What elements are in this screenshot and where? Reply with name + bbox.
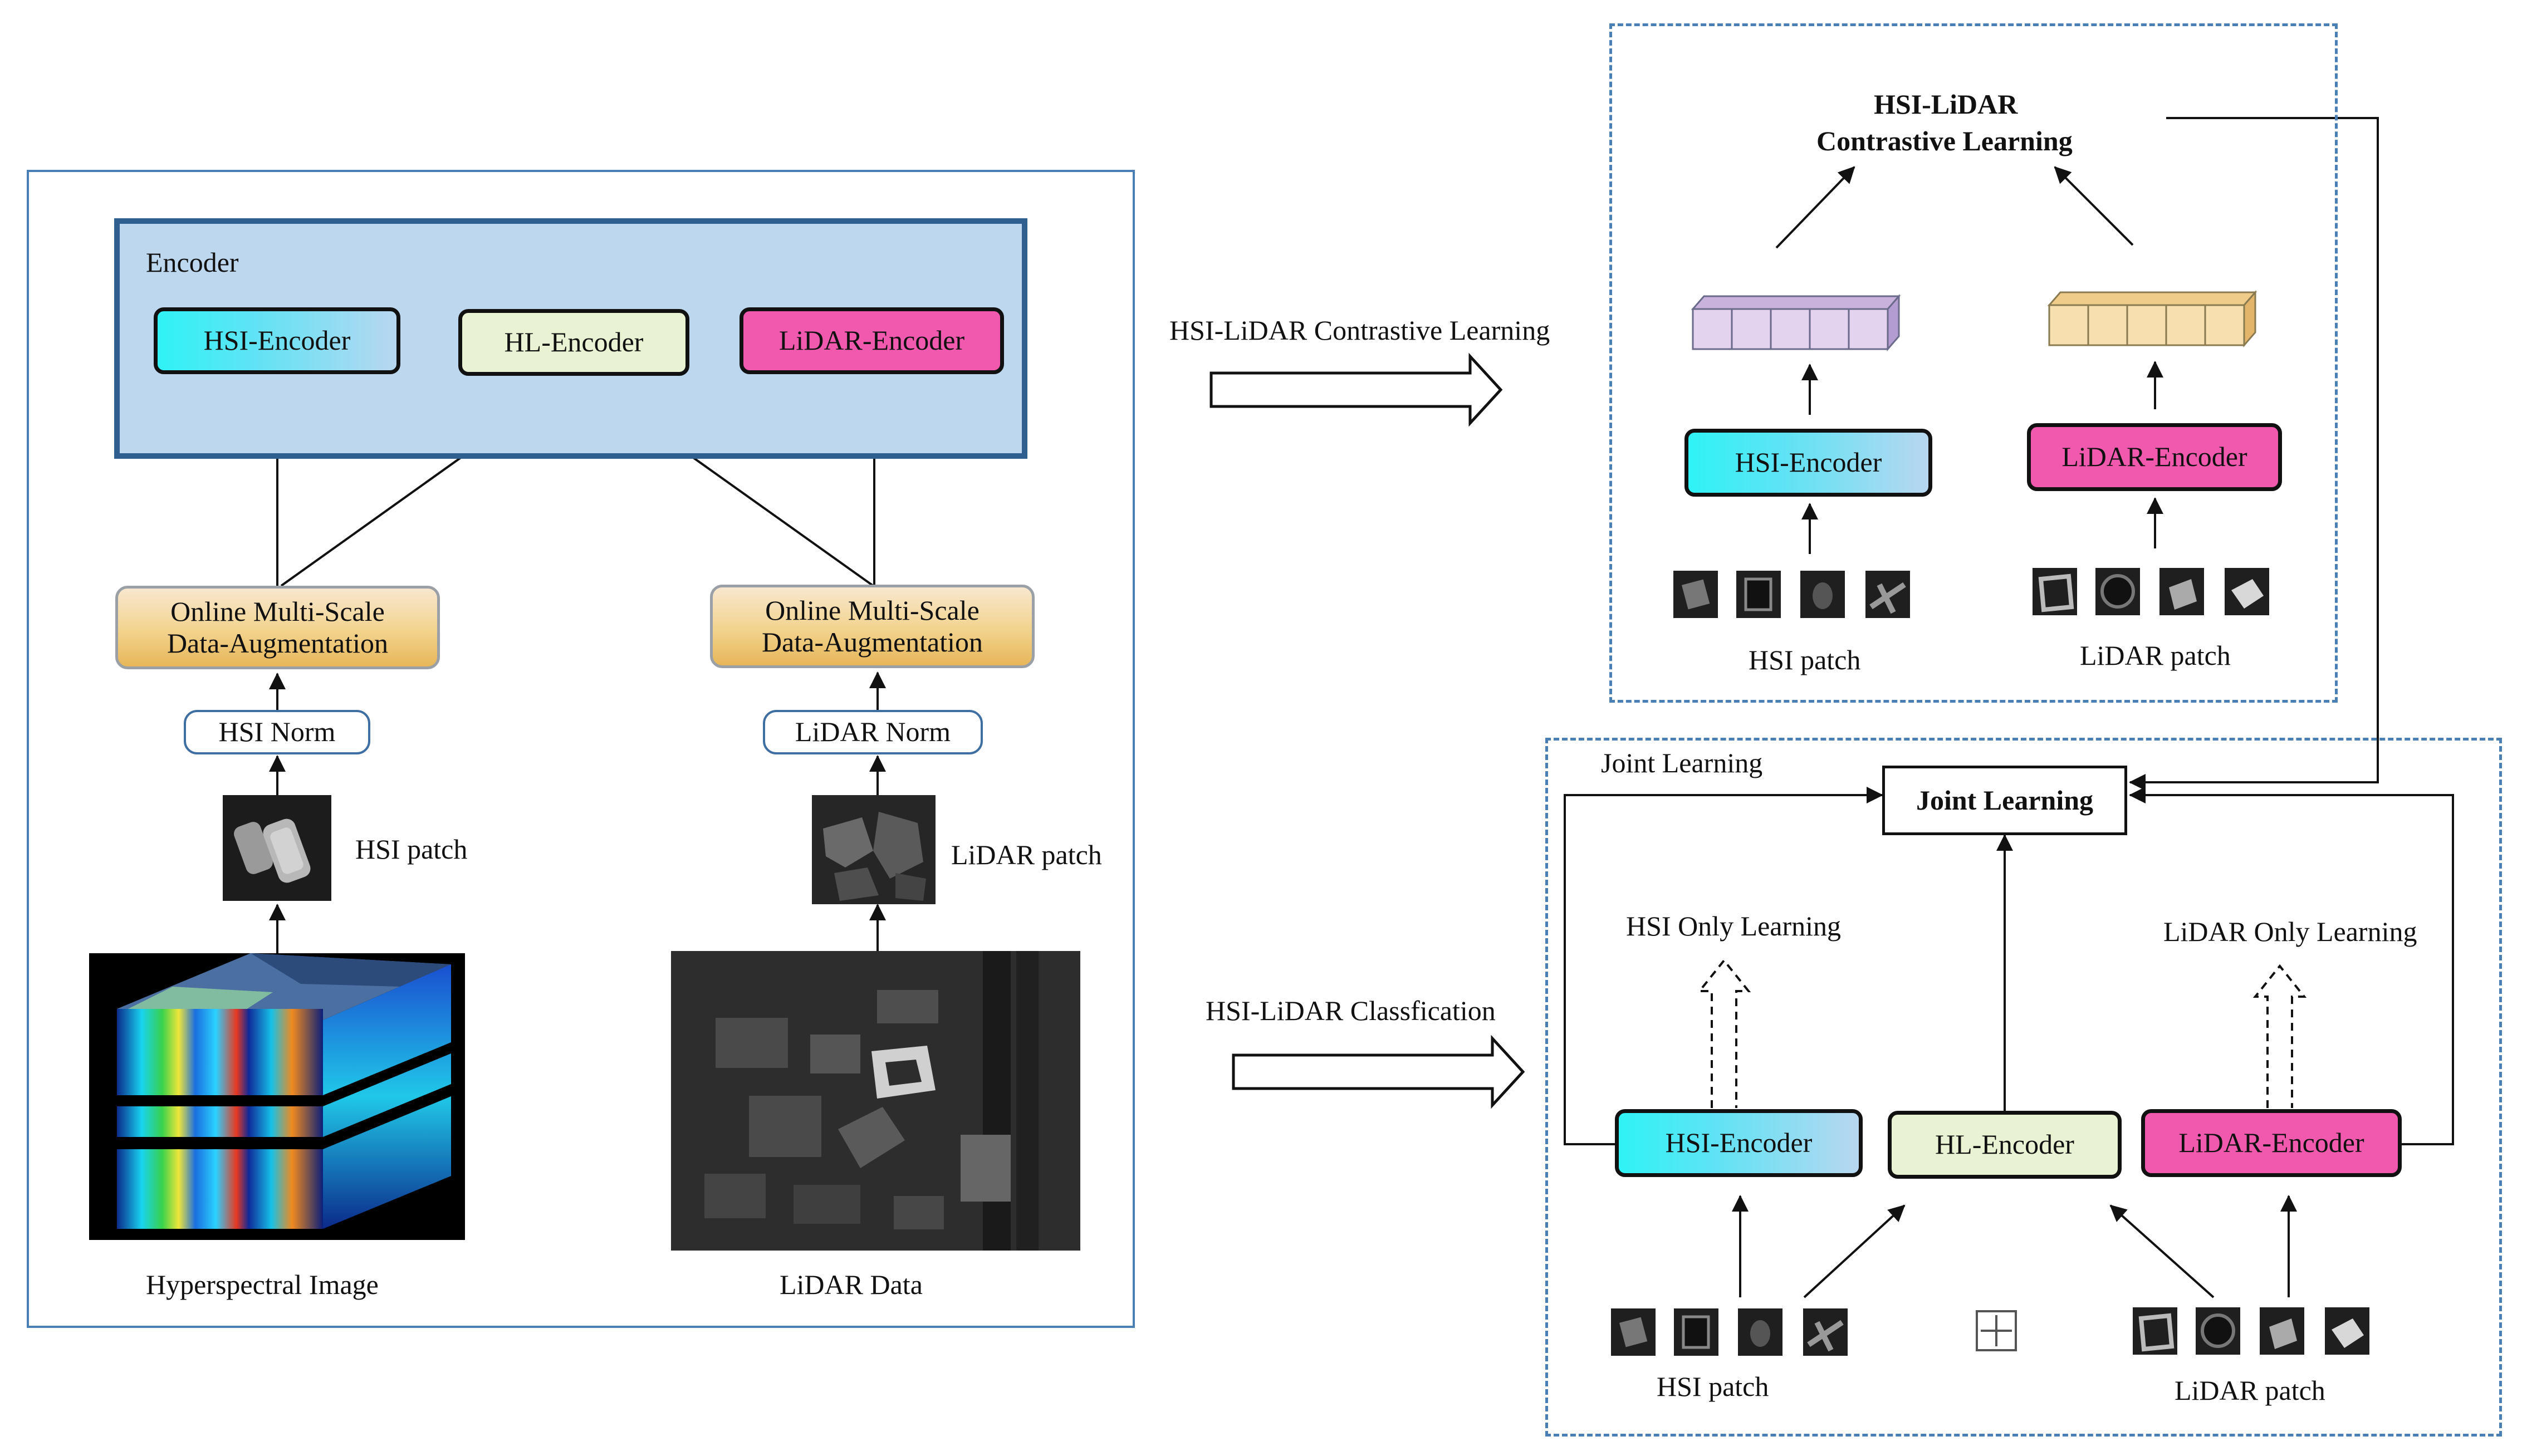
big-arrow-classification [1232, 1035, 1525, 1109]
hyperspectral-cube-graphic [117, 953, 451, 1229]
left-pipeline-frame [27, 170, 1135, 1328]
arrow-contrastive-to-joint [2129, 117, 2379, 791]
dashed-arrow-hsi-only [1697, 958, 1751, 1108]
hsi-patch-graphic [223, 795, 331, 901]
arrow-br-lidar-patch-to-hl-encoder [2109, 1204, 2215, 1298]
big-arrow-contrastive [1209, 352, 1503, 427]
dashed-arrow-lidar-only [2252, 964, 2307, 1108]
concat-plus-icon [1976, 1310, 2017, 1351]
tr-hsi-patch-thumbs [1673, 571, 1910, 618]
contrastive-arrow-label: HSI-LiDAR Contrastive Learning [1169, 315, 1550, 346]
left-lidar-patch-label: LiDAR patch [951, 839, 1102, 870]
br-hsi-patches [1608, 1306, 1853, 1359]
hsi-feature-vector [1691, 293, 1901, 352]
br-lidar-encoder: LiDAR-Encoder [2141, 1109, 2402, 1177]
br-lidar-patch-label: LiDAR patch [2175, 1375, 2325, 1406]
lidar-data-graphic [671, 951, 1080, 1251]
arrow-br-lidar-encoder-to-joint [2129, 787, 2454, 1145]
left-lidar-patch-image [812, 795, 936, 904]
joint-learning-frame-title: Joint Learning [1601, 747, 1763, 778]
br-lidar-patch-thumbs [2133, 1307, 2369, 1355]
left-hl-encoder: HL-Encoder [458, 309, 689, 376]
tr-hsi-patch-label: HSI patch [1749, 644, 1861, 675]
left-hsi-patch-image [223, 795, 331, 901]
hyperspectral-image [89, 953, 465, 1240]
lidar-feature-vector [2047, 290, 2257, 348]
lidar-data-image [671, 951, 1080, 1251]
tr-lidar-patch-thumbs [2033, 568, 2269, 615]
left-hsi-encoder: HSI-Encoder [154, 307, 400, 374]
contrastive-title-line1: HSI-LiDAR [1874, 89, 2018, 120]
arrow-br-hsi-patch-to-hl-encoder [1803, 1204, 1906, 1298]
lidar-norm-box: LiDAR Norm [763, 710, 983, 754]
tr-lidar-encoder: LiDAR-Encoder [2027, 423, 2282, 491]
tr-lidar-patch-label: LiDAR patch [2080, 640, 2231, 671]
encoder-title: Encoder [146, 247, 239, 278]
classification-arrow-label: HSI-LiDAR Classfication [1206, 995, 1496, 1026]
lidar-only-learning-label: LiDAR Only Learning [2163, 916, 2417, 947]
tr-hsi-patches [1671, 568, 1916, 621]
left-hsi-augmentation: Online Multi-Scale Data-Augmentation [115, 586, 440, 669]
lidar-patch-graphic [812, 795, 936, 904]
br-hsi-patch-thumbs [1611, 1308, 1848, 1356]
br-hsi-encoder: HSI-Encoder [1615, 1109, 1863, 1177]
contrastive-title-line2: Contrastive Learning [1816, 125, 2073, 156]
hsi-norm-box: HSI Norm [184, 710, 370, 754]
br-hsi-patch-label: HSI patch [1657, 1371, 1769, 1402]
lidar-data-caption: LiDAR Data [780, 1269, 923, 1300]
br-lidar-patches [2130, 1305, 2375, 1357]
joint-learning-box: Joint Learning [1882, 766, 2127, 835]
arrow-lidar-feature-to-title [2054, 166, 2134, 246]
hyperspectral-image-caption: Hyperspectral Image [146, 1269, 379, 1300]
left-lidar-augmentation: Online Multi-Scale Data-Augmentation [710, 585, 1035, 668]
contrastive-learning-frame [1609, 23, 2338, 703]
arrow-br-hsi-encoder-to-joint [1564, 787, 1883, 1145]
left-hsi-patch-label: HSI patch [355, 834, 468, 865]
arrow-hsi-feature-to-title [1775, 166, 1855, 249]
hsi-only-learning-label: HSI Only Learning [1626, 910, 1842, 942]
br-hl-encoder: HL-Encoder [1888, 1111, 2122, 1179]
joint-learning-frame [1545, 738, 2502, 1437]
left-lidar-encoder: LiDAR-Encoder [740, 307, 1004, 374]
tr-hsi-encoder: HSI-Encoder [1684, 429, 1932, 497]
tr-lidar-patches [2030, 565, 2275, 618]
